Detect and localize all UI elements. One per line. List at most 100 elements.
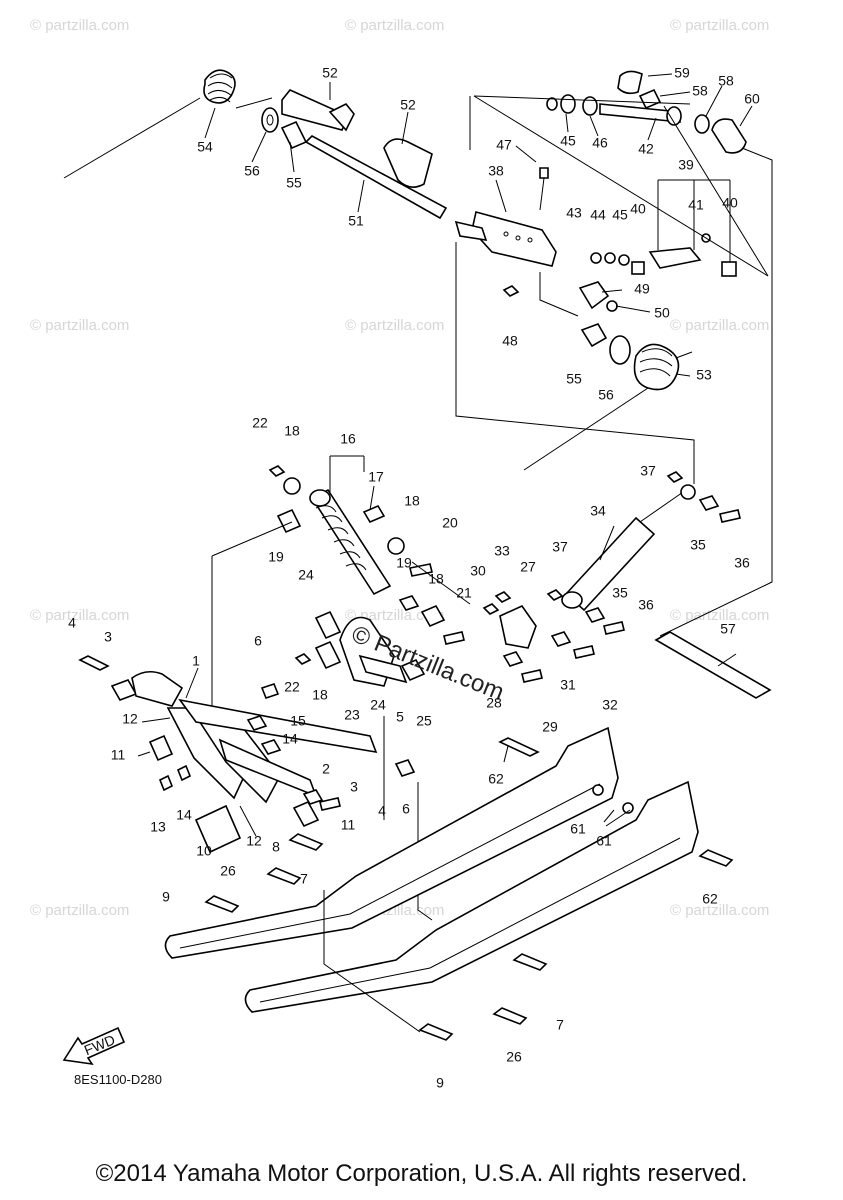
callout: 60 — [744, 91, 760, 107]
callout: 52 — [400, 97, 416, 113]
callout: 38 — [488, 163, 504, 179]
callout: 7 — [300, 871, 308, 887]
callout: 22 — [284, 679, 300, 695]
callout: 22 — [252, 415, 268, 431]
callout: 3 — [350, 779, 358, 795]
callout: 40 — [722, 195, 738, 211]
callout: 12 — [122, 711, 138, 727]
block — [578, 281, 610, 310]
callout: 7 — [556, 1017, 564, 1033]
callout: 19 — [268, 549, 284, 565]
callout: 16 — [340, 431, 356, 447]
callout: 36 — [734, 555, 750, 571]
callout: 59 — [674, 65, 690, 81]
nut — [502, 285, 520, 297]
callout: 35 — [612, 585, 628, 601]
callout: 11 — [341, 817, 356, 833]
callout: 29 — [542, 719, 558, 735]
callout: 57 — [720, 621, 736, 637]
watermark: © partzilla.com — [30, 17, 129, 34]
callout-labels: 59 58 58 60 52 52 54 56 55 51 45 46 42 4… — [68, 65, 760, 1091]
callout: 45 — [612, 207, 628, 223]
callout: 39 — [678, 157, 694, 173]
callout: 6 — [254, 633, 262, 649]
callout: 50 — [654, 305, 670, 321]
callout: 34 — [590, 503, 606, 519]
bolt — [539, 167, 549, 179]
callout: 18 — [404, 493, 420, 509]
callout: 17 — [368, 469, 384, 485]
torsion-spring-left — [63, 69, 273, 179]
callout: 18 — [284, 423, 300, 439]
callout: 41 — [688, 197, 704, 213]
front-arm — [178, 698, 378, 754]
callout: 24 — [298, 567, 314, 583]
callout: 25 — [416, 713, 432, 729]
callout: 6 — [402, 801, 410, 817]
callout: 2 — [322, 761, 330, 777]
bushing — [617, 70, 643, 95]
callout: 3 — [104, 629, 112, 645]
callout: 53 — [696, 367, 712, 383]
slide-rail-left — [164, 726, 619, 959]
callout: 54 — [197, 139, 213, 155]
shaft — [654, 631, 772, 699]
collar — [648, 247, 702, 269]
callout: 18 — [428, 571, 444, 587]
callout: 20 — [442, 515, 458, 531]
callout: 43 — [566, 205, 582, 221]
callout: 58 — [692, 83, 708, 99]
fwd-arrow: FWD — [62, 1026, 126, 1066]
callout: 4 — [378, 803, 386, 819]
callout: 56 — [598, 387, 614, 403]
callout: 62 — [488, 771, 504, 787]
leader-lines — [137, 73, 753, 837]
callout: 48 — [502, 333, 518, 349]
callout: 33 — [494, 543, 510, 559]
torsion-spring-right — [633, 343, 680, 391]
callout: 21 — [456, 585, 472, 601]
callout: 5 — [396, 709, 404, 725]
bushing — [711, 118, 747, 154]
front-shock-absorber — [561, 489, 687, 612]
callout: 9 — [162, 889, 170, 905]
bushing — [194, 804, 242, 854]
callout: 55 — [566, 371, 582, 387]
slide-rail-right — [244, 780, 699, 1013]
watermark: © partzilla.com — [345, 17, 444, 34]
callout: 47 — [496, 137, 512, 153]
callout: 46 — [592, 135, 608, 151]
bushing — [580, 323, 608, 348]
watermark: © partzilla.com — [30, 902, 129, 919]
watermark: © partzilla.com — [670, 317, 769, 334]
watermark: © partzilla.com — [670, 607, 769, 624]
callout: 27 — [520, 559, 536, 575]
diagram-code: 8ES1100-D280 — [74, 1072, 162, 1087]
callout: 37 — [552, 539, 568, 555]
callout: 36 — [638, 597, 654, 613]
callout: 1 — [192, 653, 200, 669]
watermark: © partzilla.com — [30, 607, 129, 624]
callout: 26 — [506, 1049, 522, 1065]
copyright-notice: ©2014 Yamaha Motor Corporation, U.S.A. A… — [95, 1160, 748, 1187]
callout: 35 — [690, 537, 706, 553]
callout: 14 — [282, 731, 298, 747]
callout: 32 — [602, 697, 618, 713]
washer — [609, 335, 631, 365]
callout: 40 — [630, 201, 646, 217]
callout: 26 — [220, 863, 236, 879]
callout: 28 — [486, 695, 502, 711]
callout: 14 — [176, 807, 192, 823]
front-arm-assembly — [78, 655, 416, 913]
callout: 37 — [640, 463, 656, 479]
callout: 58 — [718, 73, 734, 89]
washer — [261, 107, 279, 133]
callout: 12 — [246, 833, 262, 849]
callout: 11 — [111, 747, 126, 763]
callout: 31 — [560, 677, 576, 693]
middle-assembly — [211, 465, 772, 921]
callout: 8 — [272, 839, 280, 855]
rear-shock-absorber — [309, 488, 392, 596]
callout: 62 — [702, 891, 718, 907]
watermark: © partzilla.com — [670, 902, 769, 919]
